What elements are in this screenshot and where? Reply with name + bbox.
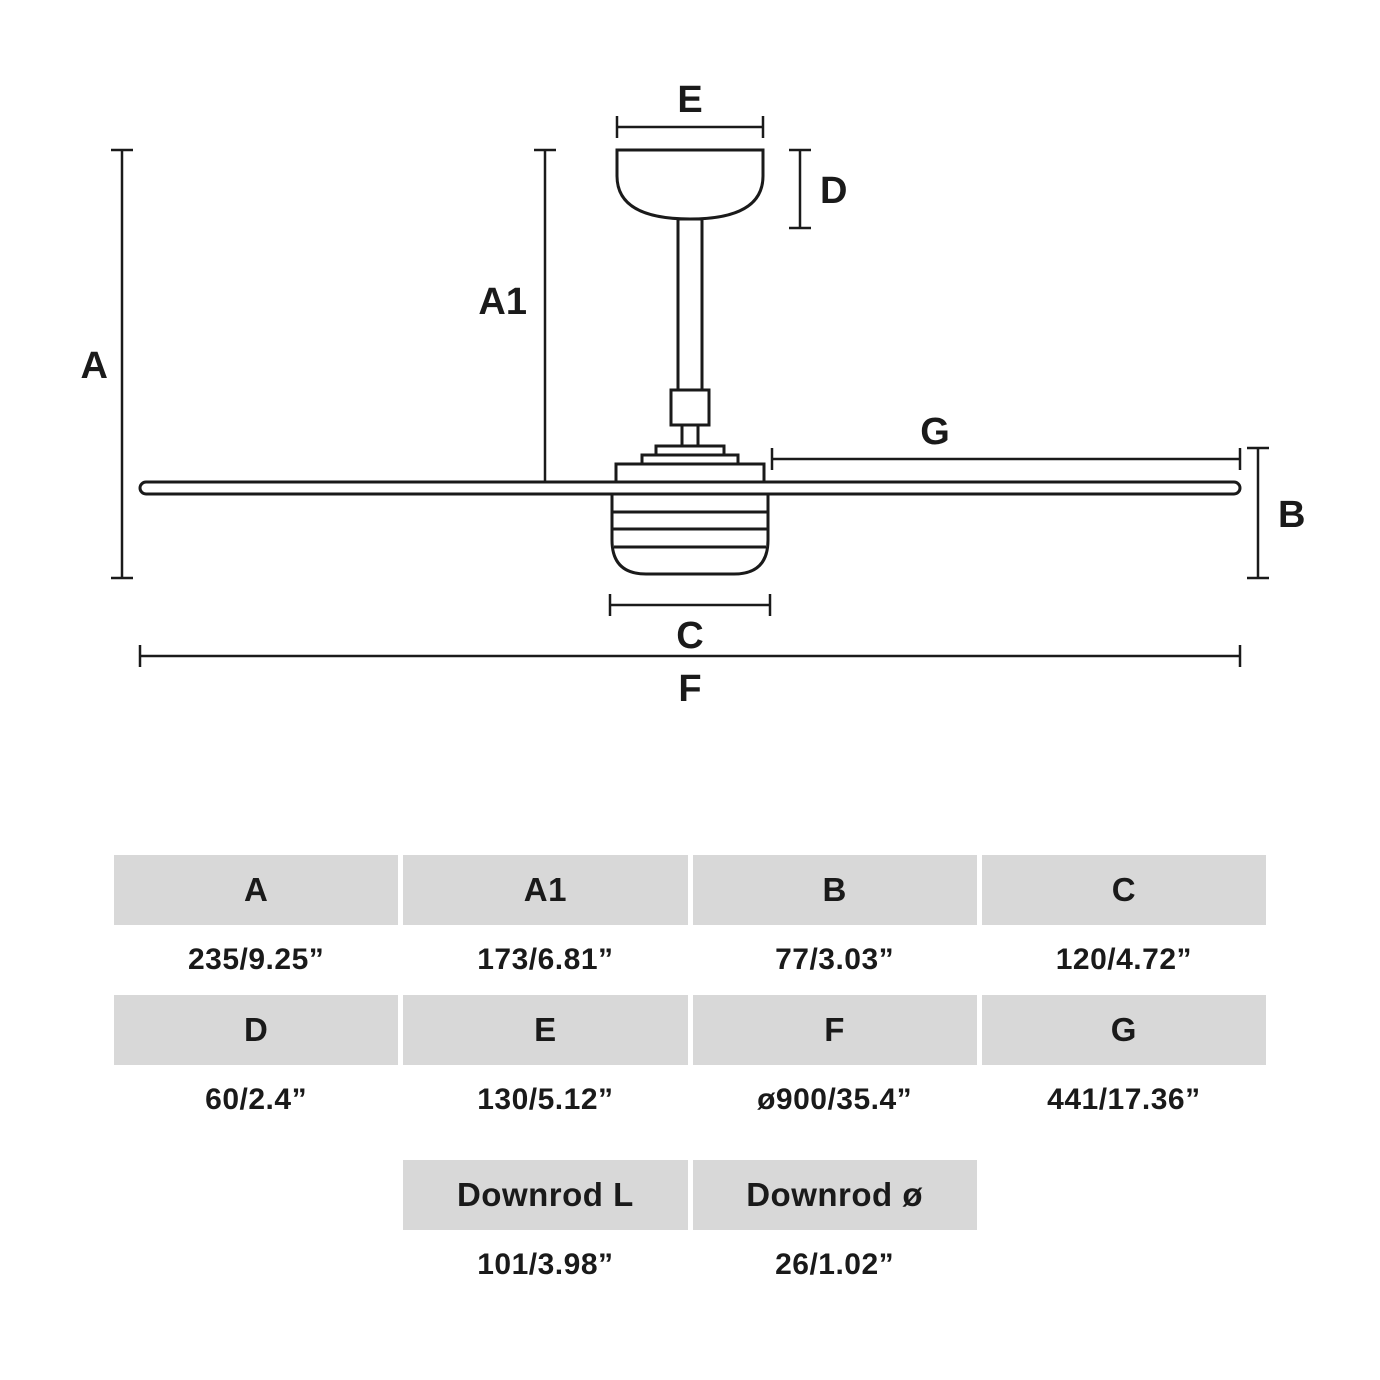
table-value-row-3: 101/3.98” 26/1.02” [114, 1230, 1266, 1300]
lower-housing [610, 492, 770, 576]
header-cell-b: B [692, 855, 977, 925]
dim-label-d: D [820, 170, 847, 212]
header-cell-a: A [114, 855, 399, 925]
dim-line-e [615, 116, 765, 138]
dim-label-b: B [1278, 494, 1305, 536]
dim-line-b [1247, 446, 1269, 580]
dim-label-e: E [677, 79, 702, 121]
dim-line-a [111, 148, 133, 580]
fan-diagram: E D A1 A G B C F [81, 79, 1306, 710]
dim-label-f: F [678, 668, 701, 710]
dim-line-g [770, 448, 1242, 470]
dim-label-c: C [676, 615, 703, 657]
dim-line-a1 [534, 148, 556, 484]
header-cell-a1: A1 [403, 855, 688, 925]
dimensions-table: A A1 B C 235/9.25” 173/6.81” 77/3.03” 12… [114, 855, 1266, 1300]
table-header-row-3: Downrod L Downrod ø [114, 1160, 1266, 1230]
dim-label-a: A [81, 345, 108, 387]
value-cell-g: 441/17.36” [981, 1065, 1266, 1135]
value-cell-e: 130/5.12” [403, 1065, 688, 1135]
ceiling-canopy [615, 148, 765, 221]
header-cell-e: E [403, 995, 688, 1065]
value-cell-downrod-length: 101/3.98” [403, 1230, 688, 1300]
ball-joint [669, 388, 711, 427]
dimension-lines [111, 116, 1269, 667]
stem [680, 423, 700, 448]
header-cell-f: F [692, 995, 977, 1065]
header-cell-c: C [981, 855, 1266, 925]
value-cell-a: 235/9.25” [114, 925, 399, 995]
value-cell-f: ø900/35.4” [692, 1065, 977, 1135]
value-cell-d: 60/2.4” [114, 1065, 399, 1135]
fan-drawing [138, 148, 1242, 576]
header-cell-downrod-diameter: Downrod ø [692, 1160, 977, 1230]
value-cell-b: 77/3.03” [692, 925, 977, 995]
header-cell-d: D [114, 995, 399, 1065]
value-cell-c: 120/4.72” [981, 925, 1266, 995]
dim-label-g: G [920, 411, 950, 453]
motor-top-disc-3 [614, 462, 766, 484]
dim-line-f [138, 645, 1242, 667]
table-value-row-1: 235/9.25” 173/6.81” 77/3.03” 120/4.72” [114, 925, 1266, 995]
dim-line-c [608, 594, 772, 616]
value-cell-a1: 173/6.81” [403, 925, 688, 995]
table-header-row-1: A A1 B C [114, 855, 1266, 925]
fan-diagram-svg: E D A1 A G B C F [81, 79, 1306, 710]
header-cell-downrod-length: Downrod L [403, 1160, 688, 1230]
dim-label-a1: A1 [478, 281, 527, 323]
value-cell-downrod-diameter: 26/1.02” [692, 1230, 977, 1300]
table-header-row-2: D E F G [114, 995, 1266, 1065]
table-value-row-2: 60/2.4” 130/5.12” ø900/35.4” 441/17.36” [114, 1065, 1266, 1135]
blade-bar [138, 480, 1242, 496]
downrod [676, 217, 704, 392]
header-cell-g: G [981, 995, 1266, 1065]
dim-line-d [789, 148, 811, 230]
dimension-labels: E D A1 A G B C F [81, 79, 1306, 710]
